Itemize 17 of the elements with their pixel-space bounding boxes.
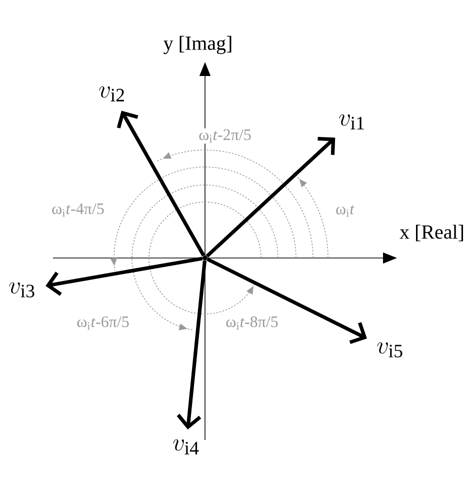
phasor-arrow xyxy=(206,258,367,344)
phasor-arrow xyxy=(206,136,336,258)
angle-label: ω$_{i}$t xyxy=(334,204,356,218)
phasor-arrow xyxy=(46,256,203,296)
angle-label: ω$_{i}$t-4π/5 xyxy=(50,202,106,218)
axis-label: x [Real] xyxy=(400,224,464,242)
angle-label: ω$_{i}$t-2π/5 xyxy=(198,128,252,144)
angle-label: ω$_{i}$t-8π/5 xyxy=(224,315,280,331)
phasor-label: $v_{\mathrm{i2}}$ xyxy=(99,86,124,102)
phasor-label: $v_{\mathrm{i4}}$ xyxy=(173,439,199,454)
phasor-arrow xyxy=(116,110,206,257)
phasor-label: $v_{\mathrm{i5}}$ xyxy=(377,342,402,358)
phasor-label: $v_{\mathrm{i1}}$ xyxy=(339,114,364,130)
angle-label: ω$_{i}$t-6π/5 xyxy=(76,315,130,331)
axis-label: y [Imag] xyxy=(164,36,232,54)
phasor-label: $v_{\mathrm{i3}}$ xyxy=(9,282,34,298)
phasor-arrow xyxy=(176,260,207,430)
